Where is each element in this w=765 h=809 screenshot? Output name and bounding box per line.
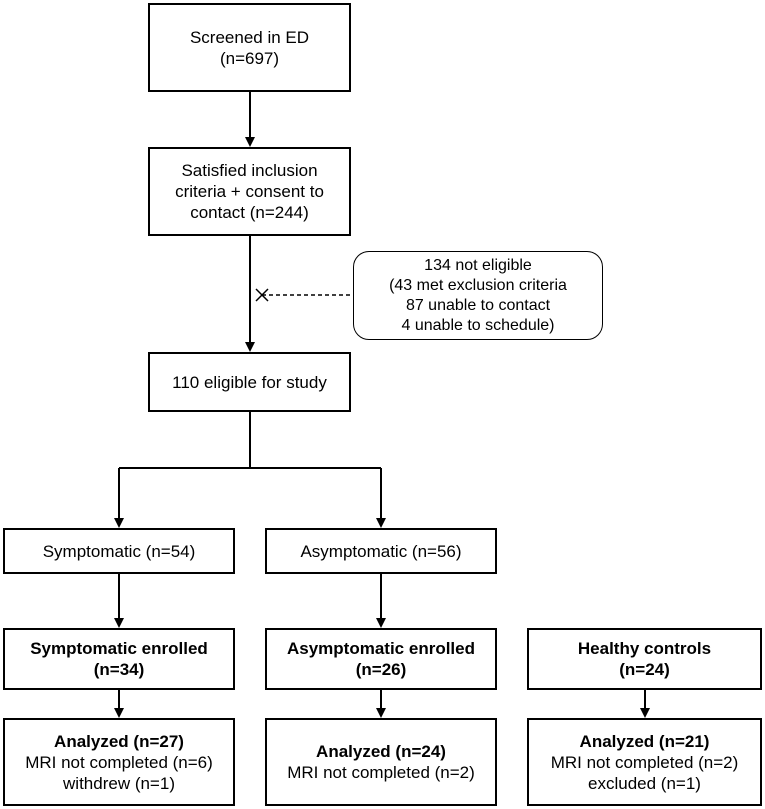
symptomatic-box: Symptomatic (n=54) xyxy=(3,528,235,574)
analyzed-symptomatic-line-2: withdrew (n=1) xyxy=(63,773,175,793)
satisfied-box: Satisfied inclusion criteria + consent t… xyxy=(148,147,351,236)
asymptomatic-box: Asymptomatic (n=56) xyxy=(265,528,497,574)
screened-box: Screened in ED (n=697) xyxy=(148,3,351,92)
not-eligible-line-1: 134 not eligible xyxy=(424,256,532,274)
not-eligible-line-3: 87 unable to contact xyxy=(405,296,551,314)
symptomatic-enrolled-title: Symptomatic enrolled xyxy=(30,639,208,658)
asymptomatic-enrolled-title: Asymptomatic enrolled xyxy=(287,639,475,658)
symptomatic-line: Symptomatic (n=54) xyxy=(42,541,196,561)
healthy-controls-box: Healthy controls (n=24) xyxy=(527,628,762,690)
screened-line-1: Screened in ED xyxy=(189,27,310,47)
symptomatic-enrolled-count: (n=34) xyxy=(93,660,145,679)
asymptomatic-line: Asymptomatic (n=56) xyxy=(300,541,462,561)
exclusion-cross-icon xyxy=(255,288,269,302)
analyzed-controls-title: Analyzed (n=21) xyxy=(579,731,710,751)
not-eligible-box: 134 not eligible (43 met exclusion crite… xyxy=(353,251,603,340)
satisfied-line-3: contact (n=244) xyxy=(190,203,309,222)
symptomatic-enrolled-box: Symptomatic enrolled (n=34) xyxy=(3,628,235,690)
analyzed-symptomatic-box: Analyzed (n=27) MRI not completed (n=6) … xyxy=(3,718,235,806)
analyzed-symptomatic-title: Analyzed (n=27) xyxy=(54,731,184,751)
analyzed-asymptomatic-title: Analyzed (n=24) xyxy=(316,742,446,761)
analyzed-asymptomatic-line-1: MRI not completed (n=2) xyxy=(287,763,475,782)
screened-line-2: (n=697) xyxy=(219,48,280,68)
satisfied-line-1: Satisfied inclusion xyxy=(181,161,318,180)
analyzed-controls-box: Analyzed (n=21) MRI not completed (n=2) … xyxy=(527,718,762,806)
healthy-controls-title: Healthy controls xyxy=(577,639,712,658)
not-eligible-line-4: 4 unable to schedule) xyxy=(401,316,555,334)
eligible-line: 110 eligible for study xyxy=(172,372,327,392)
analyzed-symptomatic-line-1: MRI not completed (n=6) xyxy=(25,752,213,772)
analyzed-controls-line-1: MRI not completed (n=2) xyxy=(550,752,739,772)
analyzed-controls-line-2: excluded (n=1) xyxy=(588,773,701,793)
not-eligible-line-2: (43 met exclusion criteria xyxy=(389,276,567,294)
analyzed-asymptomatic-box: Analyzed (n=24) MRI not completed (n=2) xyxy=(265,718,497,806)
eligible-box: 110 eligible for study xyxy=(148,352,351,412)
asymptomatic-enrolled-count: (n=26) xyxy=(355,660,407,679)
asymptomatic-enrolled-box: Asymptomatic enrolled (n=26) xyxy=(265,628,497,690)
satisfied-line-2: criteria + consent to xyxy=(175,182,324,201)
healthy-controls-count: (n=24) xyxy=(619,660,670,679)
